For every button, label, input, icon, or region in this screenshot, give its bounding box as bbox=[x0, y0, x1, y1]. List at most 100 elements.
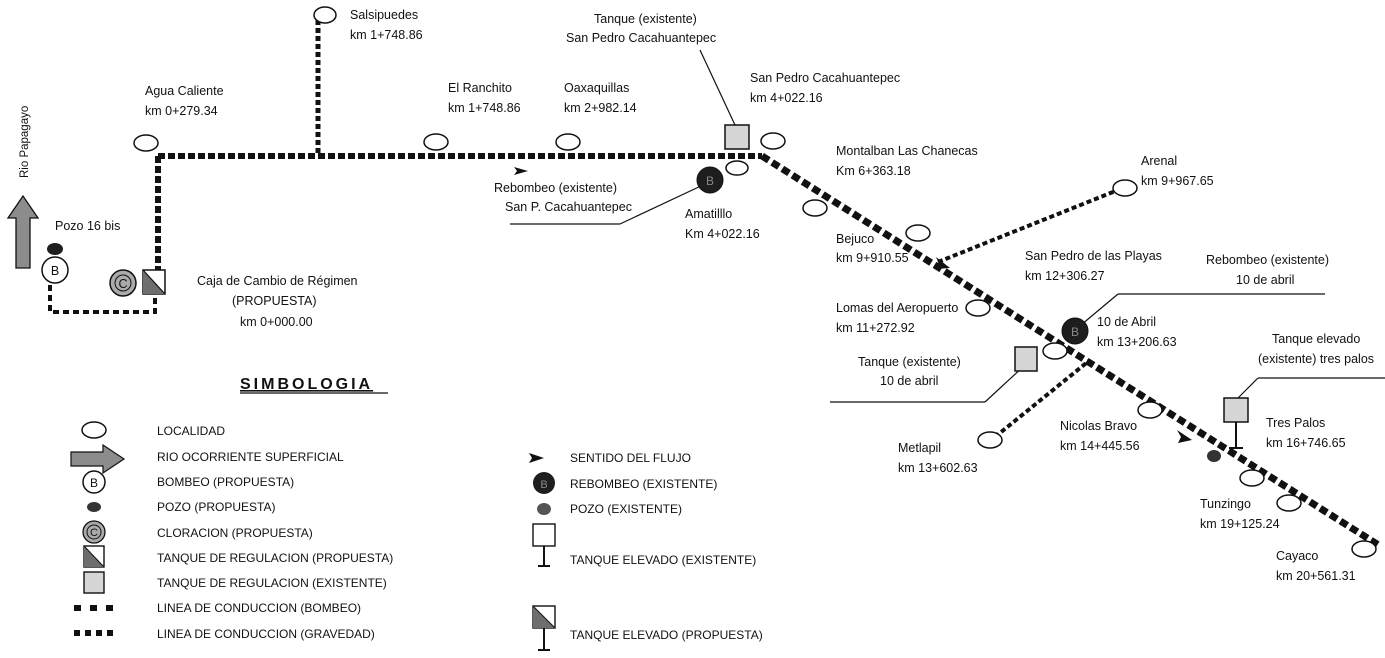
svg-text:B: B bbox=[540, 479, 547, 491]
tank-proposed-legend-icon bbox=[83, 545, 105, 568]
svg-text:TANQUE ELEVADO (PROPUESTA): TANQUE ELEVADO (PROPUESTA) bbox=[570, 628, 763, 642]
locality-cayaco bbox=[1351, 540, 1377, 558]
flow-arrow-icon bbox=[514, 167, 528, 175]
locality-salsipuedes bbox=[313, 6, 337, 24]
label-caja: Caja de Cambio de Régimen bbox=[197, 274, 358, 288]
svg-text:km 16+746.65: km 16+746.65 bbox=[1266, 436, 1346, 450]
flow-arrows bbox=[514, 167, 1192, 443]
arenal-branch-line bbox=[937, 188, 1119, 264]
label-10-abril: 10 de Abril bbox=[1097, 315, 1156, 329]
svg-text:10 de abril: 10 de abril bbox=[880, 374, 938, 388]
svg-text:C: C bbox=[90, 527, 98, 539]
main-diagonal-line bbox=[760, 153, 1382, 549]
svg-text:C: C bbox=[118, 277, 127, 291]
label-salsipuedes: Salsipuedes bbox=[350, 8, 418, 22]
svg-text:km 19+125.24: km 19+125.24 bbox=[1200, 517, 1280, 531]
river-legend-icon bbox=[70, 443, 126, 475]
label-oaxaquillas: Oaxaquillas bbox=[564, 81, 629, 95]
leader-lines bbox=[510, 49, 1385, 403]
svg-text:B: B bbox=[706, 174, 714, 188]
svg-text:(PROPUESTA): (PROPUESTA) bbox=[232, 294, 317, 308]
label-agua-caliente: Agua Caliente bbox=[145, 84, 224, 98]
legend-title: SIMBOLOGIA bbox=[240, 376, 373, 393]
pozo-pumping-line bbox=[48, 285, 157, 314]
label-el-ranchito: El Ranchito bbox=[448, 81, 512, 95]
locality-arenal bbox=[1112, 179, 1138, 197]
rebombeo-abril: B bbox=[1061, 317, 1089, 345]
svg-text:km 12+306.27: km 12+306.27 bbox=[1025, 269, 1105, 283]
flow-arrow-icon bbox=[1177, 430, 1192, 443]
label-tanque-spc: Tanque (existente) bbox=[594, 12, 697, 26]
svg-text:LINEA DE CONDUCCION (GRAVEDAD): LINEA DE CONDUCCION (GRAVEDAD) bbox=[157, 627, 375, 641]
svg-text:km 4+022.16: km 4+022.16 bbox=[750, 91, 823, 105]
pozo-existing-legend-icon bbox=[537, 503, 551, 515]
bombeo-proposed-icon bbox=[41, 256, 69, 284]
elevated-tank-tres-palos bbox=[1223, 397, 1249, 449]
pozo-16-bis: B Pozo 16 bis bbox=[41, 219, 120, 284]
bombeo-legend-icon bbox=[82, 470, 106, 494]
locality-10-abril bbox=[1042, 342, 1068, 360]
label-metlapil: Metlapil bbox=[898, 441, 941, 455]
svg-text:San Pedro Cacahuantepec: San Pedro Cacahuantepec bbox=[566, 31, 716, 45]
svg-text:POZO (PROPUESTA): POZO (PROPUESTA) bbox=[157, 500, 275, 514]
svg-text:km 13+602.63: km 13+602.63 bbox=[898, 461, 978, 475]
locality-legend-icon bbox=[81, 421, 107, 439]
elevated-tank-proposed-legend-icon bbox=[532, 605, 556, 651]
svg-text:BOMBEO (PROPUESTA): BOMBEO (PROPUESTA) bbox=[157, 475, 294, 489]
svg-text:TANQUE ELEVADO (EXISTENTE): TANQUE ELEVADO (EXISTENTE) bbox=[570, 553, 756, 567]
svg-text:REBOMBEO (EXISTENTE): REBOMBEO (EXISTENTE) bbox=[570, 477, 717, 491]
pozo-existing-tunzingo-icon bbox=[1207, 450, 1221, 462]
svg-text:km 11+272.92: km 11+272.92 bbox=[836, 321, 915, 335]
svg-text:POZO (EXISTENTE): POZO (EXISTENTE) bbox=[570, 502, 682, 516]
flow-legend-icon bbox=[529, 453, 544, 463]
pozo-16-label: Pozo 16 bis bbox=[55, 219, 120, 233]
svg-text:km 2+982.14: km 2+982.14 bbox=[564, 101, 637, 115]
svg-text:TANQUE DE REGULACION (EXISTENT: TANQUE DE REGULACION (EXISTENTE) bbox=[157, 576, 387, 590]
svg-text:km 9+967.65: km 9+967.65 bbox=[1141, 174, 1214, 188]
river-label: Rio Papagayo bbox=[19, 106, 31, 178]
label-spc: San Pedro Cacahuantepec bbox=[750, 71, 900, 85]
svg-text:CLORACION (PROPUESTA): CLORACION (PROPUESTA) bbox=[157, 526, 313, 540]
cloracion-legend-icon bbox=[82, 520, 106, 544]
svg-text:B: B bbox=[51, 264, 59, 278]
label-sp-playas: San Pedro de las Playas bbox=[1025, 249, 1162, 263]
locality-tunzingo-b bbox=[1276, 494, 1302, 512]
svg-text:B: B bbox=[1071, 325, 1079, 339]
caja-cambio-regimen bbox=[142, 269, 166, 295]
svg-text:10 de abril: 10 de abril bbox=[1236, 273, 1294, 287]
svg-text:km 9+910.55: km 9+910.55 bbox=[836, 251, 909, 265]
svg-text:km 0+000.00: km 0+000.00 bbox=[240, 315, 313, 329]
locality-bejuco-a bbox=[905, 224, 931, 242]
label-arenal: Arenal bbox=[1141, 154, 1177, 168]
labels: Agua Caliente km 0+279.34 Salsipuedes km… bbox=[145, 8, 1374, 583]
locality-montalban bbox=[802, 199, 828, 217]
label-montalban: Montalban Las Chanecas bbox=[836, 144, 978, 158]
pozo-legend-icon bbox=[87, 502, 101, 512]
svg-text:km 0+279.34: km 0+279.34 bbox=[145, 104, 218, 118]
svg-text:SENTIDO DEL FLUJO: SENTIDO DEL FLUJO bbox=[570, 451, 691, 465]
cloracion-icon bbox=[109, 269, 137, 297]
locality-spc bbox=[760, 132, 786, 150]
tank-existing-abril-icon bbox=[1014, 346, 1038, 372]
legend: SIMBOLOGIA B C LOCALIDAD RIO OCORRIENTE … bbox=[70, 376, 763, 651]
label-tres-palos: Tres Palos bbox=[1266, 416, 1325, 430]
label-rebombeo-spc: Rebombeo (existente) bbox=[494, 181, 617, 195]
pozo-existing-icon bbox=[47, 243, 63, 255]
locality-metlapil bbox=[977, 431, 1003, 449]
gravity-lines bbox=[155, 20, 1382, 549]
locality-tunzingo-a bbox=[1239, 469, 1265, 487]
locality-el-ranchito bbox=[423, 133, 449, 151]
label-tanque-abril: Tanque (existente) bbox=[858, 355, 961, 369]
locality-nicolas-bravo bbox=[1137, 401, 1163, 419]
river-arrow: Rio Papagayo bbox=[6, 106, 40, 269]
svg-text:San P. Cacahuantepec: San P. Cacahuantepec bbox=[505, 200, 632, 214]
elevated-tank-existing-legend-icon bbox=[532, 523, 556, 567]
label-amatillo: Amatilllo bbox=[685, 207, 732, 221]
metlapil-branch-line bbox=[993, 358, 1092, 439]
label-bejuco: Bejuco bbox=[836, 232, 874, 246]
rebombeo-legend-icon bbox=[533, 472, 555, 494]
label-tanque-elevado: Tanque elevado bbox=[1272, 332, 1360, 346]
elevated-tank-icon bbox=[1223, 397, 1249, 423]
svg-text:km 1+748.86: km 1+748.86 bbox=[448, 101, 521, 115]
